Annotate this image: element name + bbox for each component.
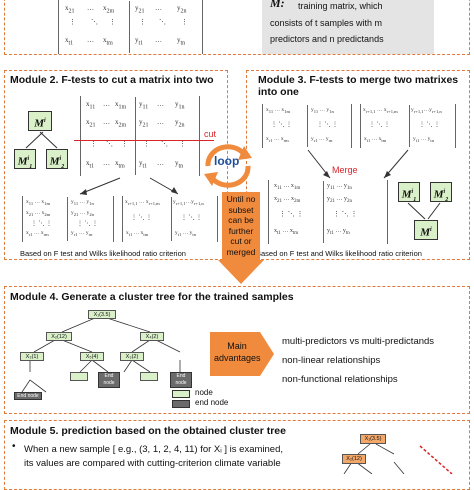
merge-label: Merge: [332, 165, 358, 175]
tree-end-node-2: End node: [98, 372, 120, 388]
cut-label: cut: [204, 129, 217, 139]
module2-arrows: [25, 131, 179, 195]
module5-node-x2: X₂(12): [342, 454, 366, 464]
module5-bullet-line2: its values are compared with cutting-cri…: [24, 458, 281, 469]
module3-frame: [246, 70, 470, 260]
tree-node-x4: X₄(2): [140, 332, 164, 341]
top-matrix: x21 … x2m y21 … y2n ⋮ ⋱ ⋮ ⋮ ⋱ ⋮ xt1 … xt…: [58, 0, 203, 54]
legend-node-swatch: [172, 390, 190, 398]
module4-frame: [4, 286, 470, 414]
module2-submatrix-left: x11 … x1m y11 … y1n x21 … x2m y21 … y2n …: [22, 196, 114, 242]
tree-node-x1: X₁(3.5): [88, 310, 116, 319]
advantage-3: non-functional relationships: [282, 374, 398, 385]
main-advantages-label: Main advantages: [214, 341, 261, 363]
module5-node-x1: X₁(3.5): [360, 434, 386, 444]
module5-bullet-dot: •: [12, 441, 16, 452]
tree-node-x2: X₂(12): [46, 332, 72, 341]
tree-node-x3-a: X₃(1): [20, 352, 44, 361]
loop-icon: [204, 144, 252, 188]
module2-caption: Based on F test and Wilks likelihood rat…: [20, 249, 186, 258]
module2-frame: [4, 70, 228, 260]
module3-merged-matrix: x11 … x1m y11 … y1n x21 … x2m y21 … y2n …: [268, 180, 388, 244]
module2-node-right: Mi2: [46, 149, 68, 170]
description-line-2: consists of t samples with m: [270, 18, 383, 28]
tree-end-node-3: End node: [170, 372, 192, 388]
module3-node-root: Mi: [414, 220, 438, 240]
cluster-tree-lines: [21, 317, 181, 393]
module3-submatrix-left: x11 … x1m y11 … y1n ⋮ ⋱ ⋮ ⋮ ⋱ ⋮ xr1 … xr…: [262, 104, 352, 148]
tree-node-x3-b: X₃(2): [120, 352, 144, 361]
module3-title-line2: into one: [258, 86, 299, 98]
module2-node-left: Mi1: [14, 149, 36, 170]
matrix-symbol-M: M:: [270, 0, 285, 10]
module2-matrix: x11 … x1m y11 … y1n x21 … x2m y21 … y2n …: [80, 96, 200, 176]
until-text: Until no subset can be further cut or me…: [226, 194, 256, 257]
description-line-1: training matrix, which: [298, 1, 383, 11]
cut-line: [74, 140, 214, 141]
module3-node-right: Mi2: [430, 182, 452, 203]
module4-title: Module 4. Generate a cluster tree for th…: [10, 291, 294, 303]
module3-submatrix-right: xr+1,1 … xr+1,m yr+1,1…yr+1,n ⋮ ⋱ ⋮ ⋮ ⋱ …: [360, 104, 456, 148]
legend-node-label: node: [195, 388, 213, 397]
legend-end-swatch: [172, 400, 190, 408]
tree-node-small-1: [70, 372, 88, 381]
module5-tree-lines: [343, 443, 453, 474]
module3-arrows: [307, 149, 441, 220]
module5-bullet-line1: When a new sample [ e.g., (3, 1, 2, 4, 1…: [24, 444, 283, 455]
module3-caption: Based on F test and Wilks likelihood rat…: [256, 249, 422, 258]
module2-node-root: Mi: [28, 111, 52, 131]
module1-frame: [4, 0, 470, 55]
module5-title: Module 5. prediction based on the obtain…: [10, 425, 286, 437]
module2-title: Module 2. F-tests to cut a matrix into t…: [10, 74, 214, 86]
top-description-panel: training matrix, which consists of t sam…: [262, 0, 434, 54]
until-arrow: [218, 192, 264, 284]
main-advantages-arrow: [210, 332, 274, 376]
loop-label: loop: [214, 154, 240, 168]
module3-title-line1: Module 3. F-tests to merge two matrixes: [258, 74, 459, 86]
module2-submatrix-right: xr+1,1 … xr+1,m yr+1,1…yr+1,n ⋮ ⋱ ⋮ ⋮ ⋱ …: [122, 196, 218, 242]
tree-end-node-1: End node: [14, 392, 42, 400]
legend-end-label: end node: [195, 398, 229, 407]
description-line-3: predictors and n predictands: [270, 34, 384, 44]
tree-node-x5: X₅(4): [80, 352, 104, 361]
tree-node-small-2: [140, 372, 158, 381]
module3-node-left: Mi1: [398, 182, 420, 203]
advantage-2: non-linear relationships: [282, 355, 381, 366]
advantage-1: multi-predictors vs multi-predictands: [282, 336, 435, 347]
